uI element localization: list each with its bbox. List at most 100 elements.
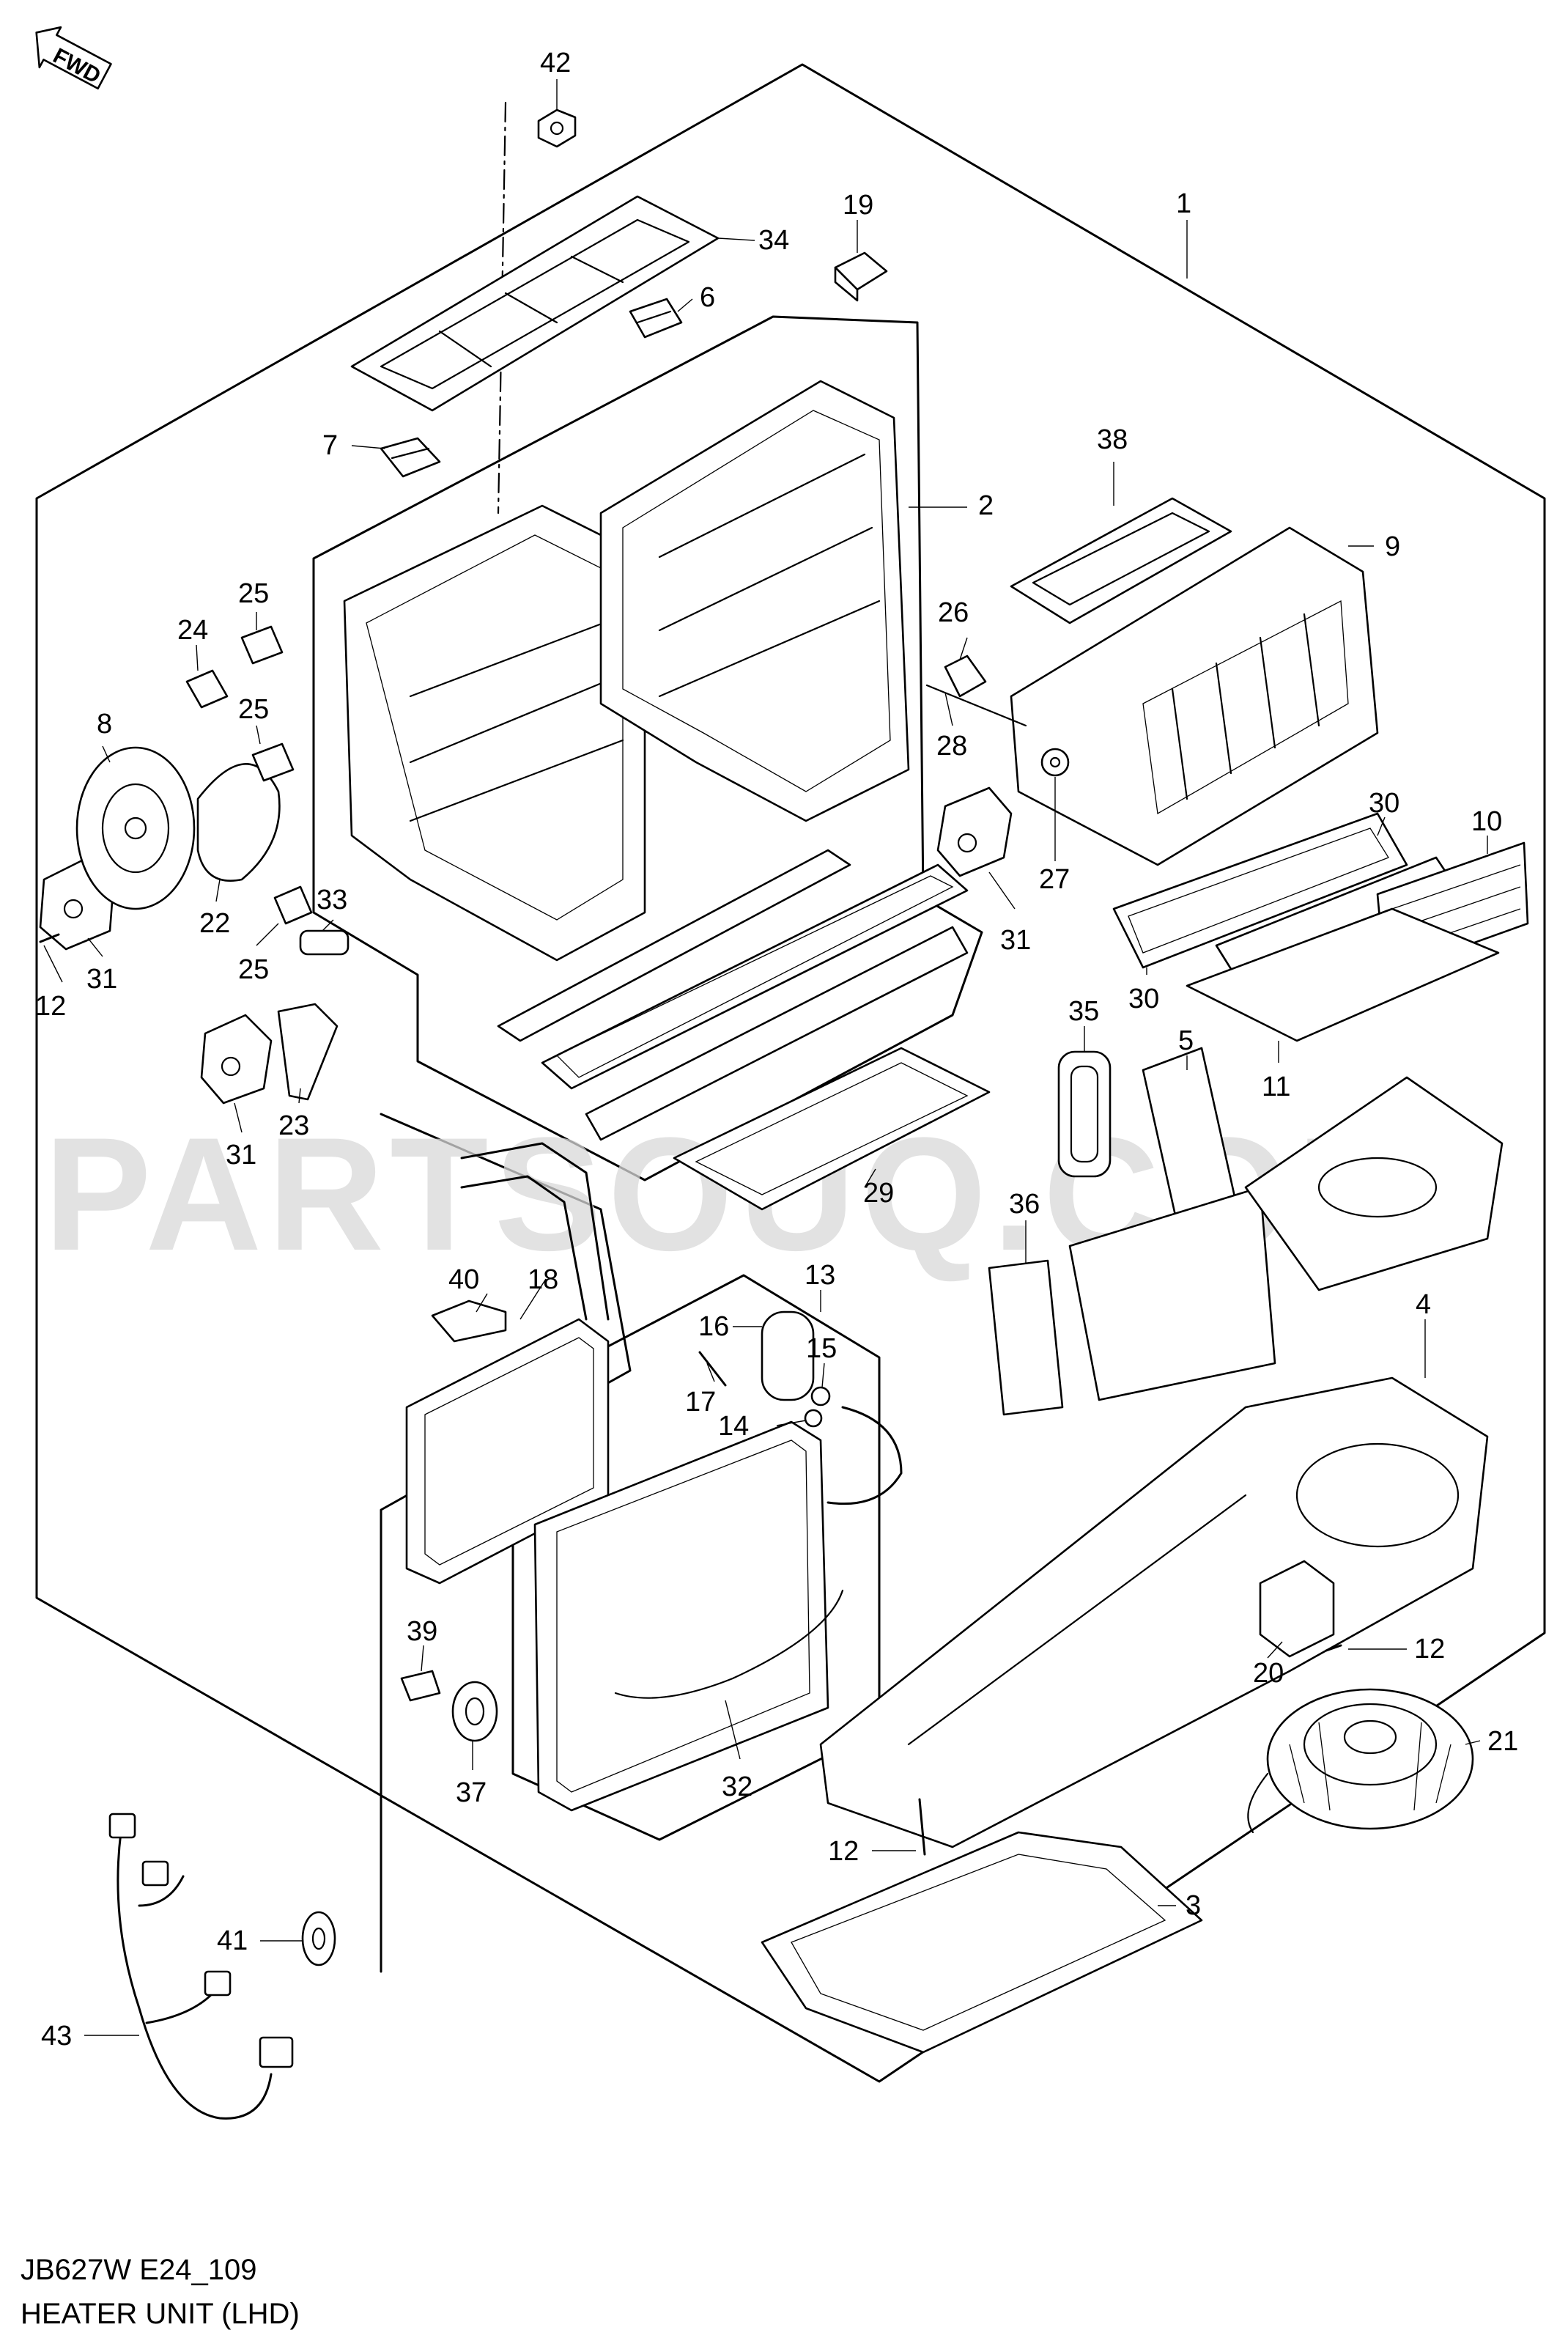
part-7-clip — [380, 437, 441, 478]
callout-28: 28 — [936, 731, 967, 762]
part-6-clip — [629, 298, 683, 339]
diagram-code: JB627W E24_109 — [21, 2254, 256, 2286]
part-14-o-ring — [804, 1409, 823, 1428]
callout-17: 17 — [685, 1387, 716, 1417]
callout-30-bottom: 30 — [1128, 984, 1159, 1014]
callout-39: 39 — [407, 1616, 437, 1647]
part-24-lever — [185, 669, 229, 709]
leader-lines — [43, 79, 1488, 2036]
part-35-seal — [1057, 1050, 1112, 1178]
callout-12-left: 12 — [35, 991, 66, 1022]
diagram-title: HEATER UNIT (LHD) — [21, 2298, 300, 2330]
part-41-grommet — [301, 1911, 336, 1966]
callout-18: 18 — [528, 1264, 558, 1295]
callout-11: 11 — [1262, 1072, 1290, 1102]
callout-38: 38 — [1097, 424, 1128, 455]
part-4-blower-case — [819, 1376, 1489, 1848]
fwd-direction-badge: FWD — [35, 26, 112, 90]
callout-12-bottom: 12 — [828, 1836, 859, 1867]
part-19-block — [834, 251, 888, 302]
callout-8: 8 — [97, 709, 112, 740]
callout-2: 2 — [978, 490, 994, 521]
callout-20: 20 — [1253, 1658, 1284, 1689]
part-32-evaporator — [533, 1420, 844, 1812]
assembly-frames — [35, 63, 1546, 2083]
callout-35: 35 — [1068, 996, 1099, 1027]
callout-40: 40 — [448, 1264, 479, 1295]
callout-3: 3 — [1186, 1890, 1201, 1921]
part-25-bush-a — [240, 625, 284, 665]
callout-numbers: 42 1 34 6 7 19 2 38 9 26 28 27 31 30 10 … — [35, 48, 1518, 2051]
part-15-o-ring — [810, 1386, 831, 1407]
part-30-cover — [1112, 812, 1408, 969]
case-2-frame — [312, 315, 983, 1181]
part-12-screw-right — [1325, 1644, 1342, 1652]
part-11-filter-element — [1186, 907, 1500, 1042]
callout-34: 34 — [758, 225, 789, 256]
callout-26: 26 — [938, 597, 969, 628]
part-36-seal — [988, 1259, 1064, 1416]
callout-33: 33 — [317, 885, 347, 915]
callout-19: 19 — [843, 190, 873, 221]
callout-6: 6 — [700, 282, 715, 313]
part-12-screw-left — [39, 933, 60, 943]
callout-23: 23 — [278, 1110, 309, 1141]
callout-31-top-left: 31 — [86, 964, 117, 995]
callout-25-a: 25 — [238, 578, 269, 609]
part-31-actuator-right — [936, 786, 1013, 877]
part-33-plug — [299, 929, 350, 956]
part-29-mode-doors — [497, 849, 991, 1211]
callout-24: 24 — [177, 615, 208, 646]
part-40-bracket — [431, 1299, 507, 1343]
part-12-screw-bottom — [918, 1798, 926, 1856]
part-9-intake-case — [1010, 526, 1379, 866]
assembly-1-frame — [35, 63, 1546, 2083]
callout-15: 15 — [806, 1333, 837, 1364]
callout-32: 32 — [722, 1772, 752, 1802]
callout-22: 22 — [199, 908, 230, 939]
part-42-nut — [537, 108, 577, 148]
callout-1: 1 — [1176, 188, 1191, 219]
part-43-wire-harness — [108, 1813, 294, 2120]
part-22-cover — [196, 763, 281, 882]
callout-21: 21 — [1487, 1726, 1518, 1757]
part-39-clip — [400, 1670, 441, 1702]
callout-16: 16 — [698, 1311, 729, 1342]
callout-12-right: 12 — [1414, 1634, 1445, 1664]
part-34-filter-frame — [350, 195, 720, 412]
callout-13: 13 — [805, 1260, 835, 1291]
part-21-blower-motor — [1247, 1688, 1474, 1834]
callout-14: 14 — [718, 1411, 749, 1442]
callout-7: 7 — [322, 430, 338, 461]
callout-31-bottom-left: 31 — [226, 1140, 256, 1170]
callout-5: 5 — [1178, 1025, 1194, 1056]
callout-43: 43 — [41, 2021, 72, 2051]
part-2-heater-case — [343, 380, 910, 962]
part-16-expansion-valve — [761, 1310, 815, 1401]
callout-31-right: 31 — [1000, 925, 1031, 956]
callout-36: 36 — [1009, 1189, 1040, 1220]
callout-29: 29 — [863, 1178, 894, 1209]
callout-37: 37 — [456, 1777, 487, 1808]
callout-27: 27 — [1039, 864, 1070, 895]
part-11-upper-case — [1244, 1076, 1504, 1291]
part-37-grommet — [451, 1681, 498, 1742]
footer: JB627W E24_109 HEATER UNIT (LHD) — [21, 2254, 300, 2330]
callout-10: 10 — [1471, 806, 1502, 837]
part-25-bush-b — [251, 742, 295, 782]
part-23-link — [277, 1003, 339, 1101]
part-20-resistor — [1259, 1560, 1335, 1658]
part-25-bush-c — [273, 885, 313, 925]
part-8-motor-housing — [75, 746, 196, 910]
callout-9: 9 — [1385, 531, 1400, 562]
part-3-lower-case — [761, 1831, 1203, 2054]
callout-42: 42 — [540, 48, 571, 78]
part-31-actuator-left-bottom — [200, 1014, 273, 1105]
callout-25-b: 25 — [238, 694, 269, 725]
part-26-28-linkage — [925, 655, 1070, 777]
callout-41: 41 — [217, 1925, 248, 1956]
part-5-duct — [1068, 1047, 1276, 1401]
fwd-arrow-icon — [35, 26, 112, 90]
callout-30-top: 30 — [1369, 788, 1399, 819]
